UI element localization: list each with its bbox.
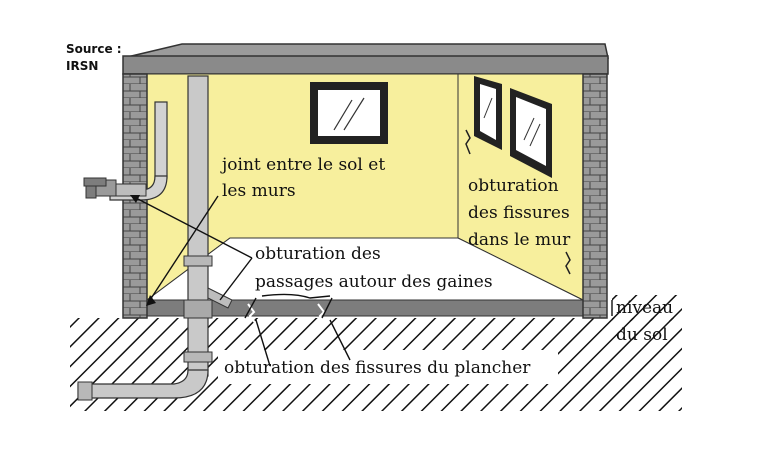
leader-lines — [130, 195, 613, 367]
roof — [122, 43, 609, 75]
wall-cracks-label-line2: des fissures — [468, 203, 570, 223]
ground-level-line2: du sol — [616, 325, 668, 345]
floor-crack-2 — [317, 303, 327, 325]
tap-icon — [83, 177, 147, 199]
wall-crack-2 — [565, 251, 571, 275]
ground-level-line1: niveau — [616, 298, 673, 318]
floor-cracks-label: obturation des fissures du plancher — [224, 358, 531, 378]
joint-label-line2: les murs — [222, 181, 296, 201]
wall-crack-1 — [465, 129, 471, 155]
wall-cracks-label-line1: obturation — [468, 176, 559, 196]
source-label: Source : — [66, 42, 122, 56]
passages-label-line2: passages autour des gaines — [255, 272, 493, 292]
joint-label-line1: joint entre le sol et — [220, 155, 385, 175]
right-brick-wall — [582, 73, 608, 319]
source-org: IRSN — [66, 59, 98, 73]
wall-cracks-label-line3: dans le mur — [468, 230, 571, 250]
back-window — [310, 82, 388, 144]
passages-label-line1: obturation des — [255, 244, 381, 264]
side-windows — [474, 76, 552, 178]
floor-label-box — [218, 350, 558, 384]
